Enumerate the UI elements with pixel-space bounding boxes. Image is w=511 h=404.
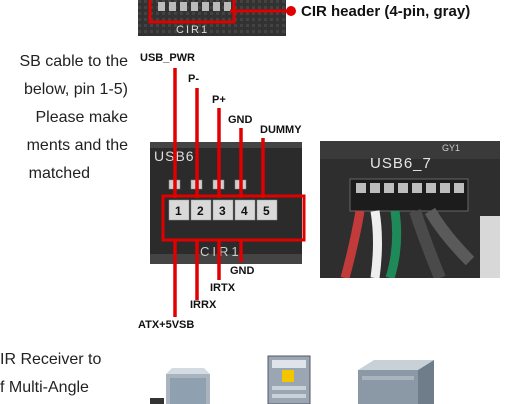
left-description-bottom: IR Receiver to f Multi-Angle	[0, 346, 101, 402]
cir-callout-line	[230, 6, 296, 16]
pin-label-irtx: IRTX	[210, 282, 236, 294]
description-line: below, pin 1-5)	[23, 81, 128, 98]
pin-number: 3	[219, 204, 226, 218]
description-line: matched	[28, 165, 90, 182]
pin-label-irrx: IRRX	[190, 299, 217, 311]
cir1-board-label: CIR1	[200, 244, 242, 259]
pin-number: 4	[241, 204, 248, 218]
description-line: ments and the	[26, 137, 128, 154]
description-line: IR Receiver to	[0, 351, 102, 368]
pin-label-gnd: GND	[228, 114, 253, 126]
description-line: f Multi-Angle	[0, 379, 89, 396]
top-board-photo: CIR1	[138, 0, 286, 36]
pin-label-atx5vsb: ATX+5VSB	[138, 319, 194, 331]
usb-pin-diagram: USB6 CIR1 1 2 3 4 5 USB_PWR P- P+ GND DU…	[138, 52, 306, 331]
tower-pc-icon	[267, 355, 311, 404]
pin-number: 2	[197, 204, 204, 218]
photo-corner-label: GY1	[442, 143, 460, 153]
usb-header-photo: GY1 USB6_7	[320, 141, 500, 278]
photo-board-label: USB6_7	[370, 155, 432, 172]
pin-number: 5	[263, 204, 270, 218]
computer-case-icon	[150, 368, 210, 404]
pin-label-dummy: DUMMY	[260, 124, 302, 136]
pin-label-p-minus: P-	[188, 73, 199, 85]
header-highlight	[161, 194, 306, 242]
pin-label-usb-pwr: USB_PWR	[140, 52, 195, 64]
description-line: SB cable to the	[19, 53, 128, 70]
cir-header-caption: CIR header (4-pin, gray)	[301, 3, 471, 20]
pin-label-gnd-bottom: GND	[230, 265, 255, 277]
pin-label-p-plus: P+	[212, 94, 226, 106]
description-line: Please make	[35, 109, 129, 126]
server-case-icon	[358, 360, 434, 404]
pin-number: 1	[175, 204, 182, 218]
left-description: SB cable to the below, pin 1-5) Please m…	[0, 48, 128, 188]
top-cir-board-label: CIR1	[176, 24, 209, 36]
